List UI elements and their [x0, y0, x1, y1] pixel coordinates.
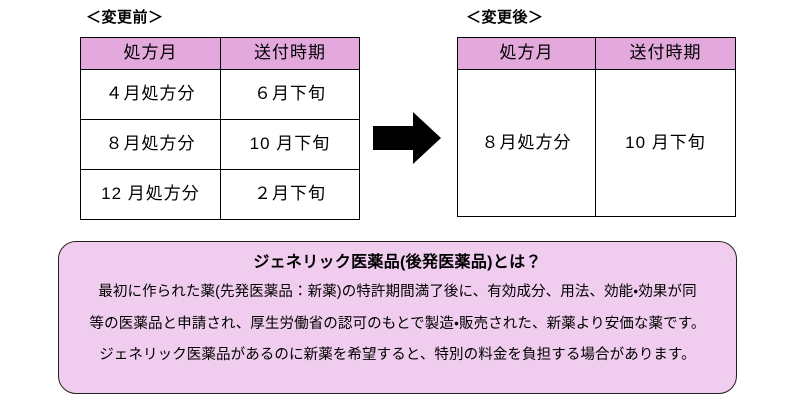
cell-delivery-period: ６月下旬: [220, 69, 360, 120]
column-header-delivery-period: 送付時期: [595, 37, 736, 70]
cell-prescription-month: ８月処方分: [457, 69, 596, 217]
callout-line: ジェネリック医薬品があるのに新薬を希望すると、特別の料金を負担する場合があります…: [99, 347, 696, 364]
callout-line: 等の医薬品と申請され、厚生労働省の認可のもとで製造・販売された、新薬より安価な薬…: [89, 315, 706, 332]
column-header-prescription-month: 処方月: [80, 37, 221, 70]
schedule-table-after: 処方月 送付時期 ８月処方分 10 月下旬: [457, 37, 736, 217]
callout-body: 最初に作られた薬(先発医薬品：新薬)の特許期間満了後に、有効成分、用法、効能・効…: [73, 281, 722, 366]
section-label-before: ＜変更前＞: [86, 9, 164, 26]
cell-delivery-period: 10 月下旬: [220, 119, 360, 170]
right-block-arrow-icon: [373, 110, 441, 166]
cell-delivery-period: ２月下旬: [220, 169, 360, 220]
table-row: 12 月処方分 ２月下旬: [80, 169, 360, 220]
table-row: ８月処方分 10 月下旬: [457, 69, 736, 217]
column-header-prescription-month: 処方月: [457, 37, 596, 70]
cell-delivery-period: 10 月下旬: [595, 69, 736, 217]
cell-prescription-month: 12 月処方分: [80, 169, 221, 220]
cell-prescription-month: ４月処方分: [80, 69, 221, 120]
table-header-row: 処方月 送付時期: [80, 37, 360, 70]
callout-title: ジェネリック医薬品(後発医薬品)とは？: [253, 254, 542, 271]
table-row: ４月処方分 ６月下旬: [80, 69, 360, 120]
table-header-row: 処方月 送付時期: [457, 37, 736, 70]
callout-line: 最初に作られた薬(先発医薬品：新薬)の特許期間満了後に、有効成分、用法、効能・効…: [98, 284, 697, 301]
generic-drug-info-callout: ジェネリック医薬品(後発医薬品)とは？ 最初に作られた薬(先発医薬品：新薬)の特…: [58, 241, 737, 394]
column-header-delivery-period: 送付時期: [220, 37, 360, 70]
section-label-after: ＜変更後＞: [466, 9, 544, 26]
cell-prescription-month: ８月処方分: [80, 119, 221, 170]
table-row: ８月処方分 10 月下旬: [80, 119, 360, 170]
schedule-table-before: 処方月 送付時期 ４月処方分 ６月下旬 ８月処方分 10 月下旬 12 月処方分…: [80, 37, 360, 220]
